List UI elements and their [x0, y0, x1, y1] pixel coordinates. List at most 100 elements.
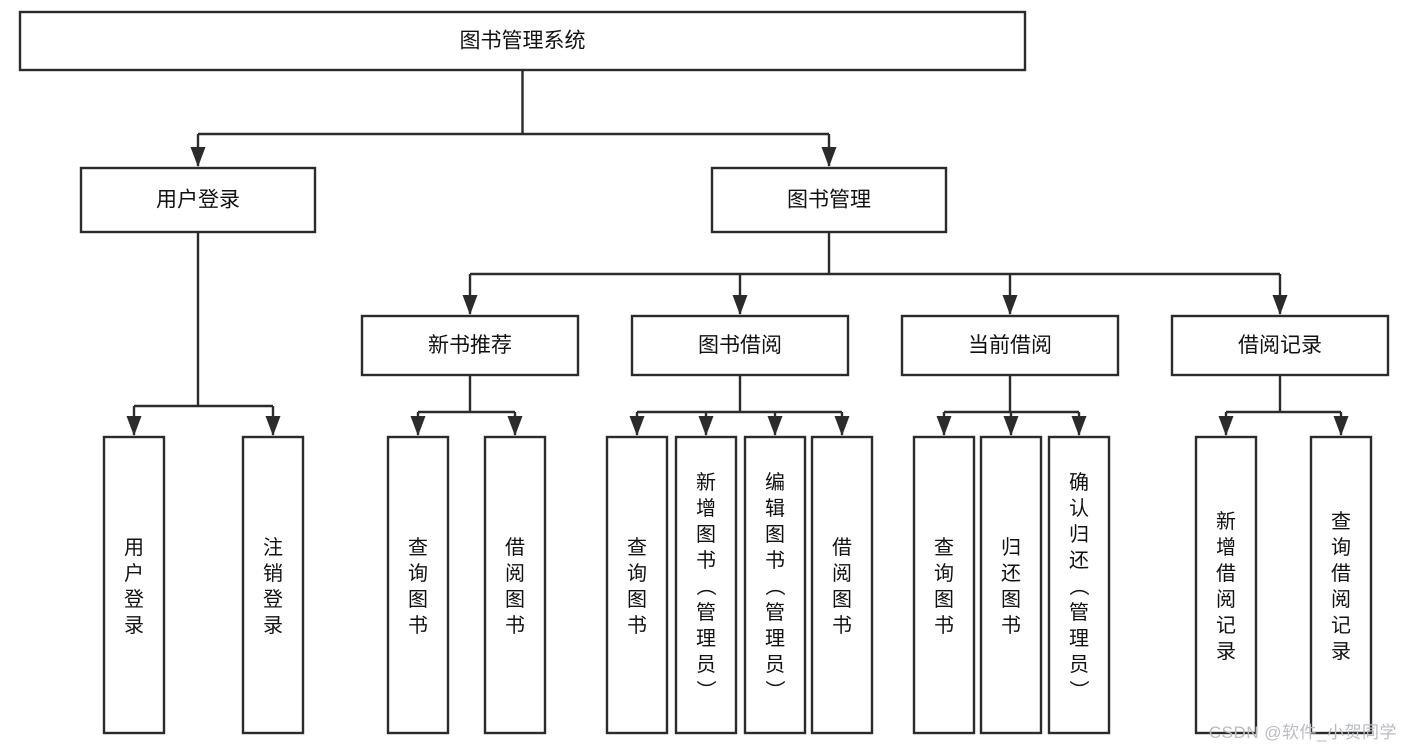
svg-text:查: 查	[934, 536, 954, 559]
node-leaf-edit-book[interactable]	[743, 435, 807, 735]
svg-text:认: 认	[1069, 497, 1089, 520]
node-leaf-confirm-return[interactable]	[1047, 435, 1111, 735]
arrow-head-icon	[462, 295, 478, 315]
node-user-login-label: 用户登录	[156, 189, 240, 212]
node-leaf-query-book-3[interactable]	[912, 435, 976, 735]
svg-text:图: 图	[934, 589, 954, 611]
svg-text:图: 图	[1001, 589, 1021, 611]
svg-text:归: 归	[1001, 536, 1021, 559]
arrow-head-icon	[126, 416, 142, 436]
svg-text:图: 图	[832, 589, 852, 611]
svg-text:辑: 辑	[765, 497, 785, 520]
node-book-manage[interactable]	[710, 166, 948, 234]
svg-text:询: 询	[627, 562, 647, 585]
arrow-head-icon	[190, 147, 206, 167]
node-book-borrow[interactable]	[630, 314, 850, 377]
svg-text:记: 记	[1331, 614, 1351, 637]
arrow-head-icon	[1071, 416, 1087, 436]
arrow-head-icon	[1002, 295, 1018, 315]
node-leaf-query-book-2[interactable]	[605, 435, 669, 735]
node-leaf-logout-login[interactable]	[241, 435, 305, 735]
svg-text:图: 图	[408, 589, 428, 611]
svg-text:编: 编	[765, 471, 785, 494]
arrow-head-icon	[265, 416, 281, 436]
svg-text:）: ）	[694, 680, 717, 700]
arrow-head-icon	[767, 416, 783, 436]
svg-text:书: 书	[832, 614, 852, 637]
arrow-head-icon	[1272, 295, 1288, 315]
svg-text:书: 书	[696, 549, 716, 572]
svg-text:录: 录	[124, 615, 144, 637]
svg-text:还: 还	[1069, 549, 1089, 572]
svg-text:登: 登	[124, 588, 144, 611]
node-layer: 图书管理系统用户登录图书管理新书推荐图书借阅当前借阅借阅记录用户登录注销登录查询…	[18, 10, 1390, 735]
svg-text:管: 管	[696, 601, 716, 624]
node-leaf-borrow-book-1[interactable]	[483, 435, 547, 735]
svg-text:阅: 阅	[1331, 588, 1351, 611]
svg-text:图: 图	[505, 589, 525, 611]
node-new-book-recommend[interactable]	[360, 314, 580, 377]
arrow-head-icon	[821, 147, 837, 167]
node-leaf-borrow-book-2[interactable]	[810, 435, 874, 735]
svg-text:借: 借	[505, 536, 525, 559]
node-book-borrow-label: 图书借阅	[698, 334, 782, 357]
svg-text:阅: 阅	[832, 562, 852, 585]
svg-text:阅: 阅	[505, 562, 525, 585]
svg-text:书: 书	[408, 614, 428, 637]
svg-text:录: 录	[263, 615, 283, 637]
svg-text:员: 员	[1069, 654, 1089, 676]
node-leaf-return-book[interactable]	[979, 435, 1043, 735]
svg-text:登: 登	[263, 588, 283, 611]
node-leaf-user-login[interactable]	[102, 435, 166, 735]
arrow-head-icon	[1218, 416, 1234, 436]
svg-text:管: 管	[765, 601, 785, 624]
node-borrow-record[interactable]	[1170, 314, 1390, 377]
svg-text:书: 书	[934, 614, 954, 637]
svg-text:（: （	[694, 576, 717, 596]
svg-text:询: 询	[934, 562, 954, 585]
svg-text:询: 询	[408, 562, 428, 585]
svg-text:管: 管	[1069, 601, 1089, 624]
node-leaf-query-book-1[interactable]	[386, 435, 450, 735]
arrow-head-icon	[410, 416, 426, 436]
node-root[interactable]	[18, 10, 1027, 72]
svg-text:销: 销	[263, 562, 283, 585]
node-new-book-recommend-label: 新书推荐	[428, 334, 512, 357]
svg-text:注: 注	[263, 536, 283, 559]
svg-text:询: 询	[1331, 536, 1351, 559]
svg-text:书: 书	[1001, 614, 1021, 637]
connector-layer	[126, 70, 1349, 436]
svg-text:员: 员	[765, 654, 785, 676]
svg-text:书: 书	[505, 614, 525, 637]
node-current-borrow[interactable]	[900, 314, 1120, 377]
svg-text:新: 新	[1216, 510, 1236, 533]
arrow-head-icon	[732, 295, 748, 315]
svg-text:理: 理	[1069, 628, 1089, 650]
node-leaf-add-borrow-record[interactable]	[1194, 435, 1258, 735]
arrow-head-icon	[629, 416, 645, 436]
node-user-login[interactable]	[79, 166, 317, 234]
svg-text:增: 增	[696, 497, 716, 520]
svg-text:借: 借	[1216, 562, 1236, 585]
svg-text:借: 借	[1331, 562, 1351, 585]
svg-text:）: ）	[763, 680, 786, 700]
svg-text:员: 员	[696, 654, 716, 676]
svg-text:户: 户	[124, 562, 144, 585]
svg-text:图: 图	[696, 524, 716, 546]
svg-text:阅: 阅	[1216, 588, 1236, 611]
node-book-manage-label: 图书管理	[787, 189, 871, 212]
svg-text:书: 书	[765, 549, 785, 572]
node-leaf-add-book[interactable]	[674, 435, 738, 735]
node-leaf-query-borrow-record[interactable]	[1309, 435, 1373, 735]
arrow-head-icon	[834, 416, 850, 436]
node-current-borrow-label: 当前借阅	[968, 334, 1052, 357]
svg-text:用: 用	[124, 537, 144, 559]
svg-text:查: 查	[408, 536, 428, 559]
